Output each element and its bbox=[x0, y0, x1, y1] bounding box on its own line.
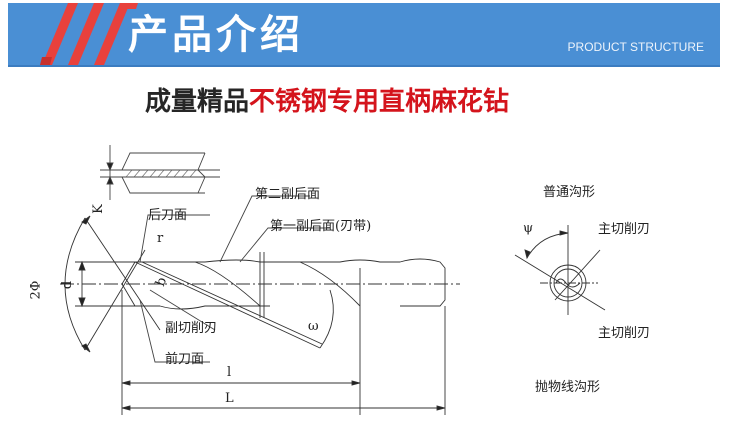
length-dimensions bbox=[121, 306, 446, 415]
label-main-cutting-edge-bottom: 主切削刃 bbox=[598, 326, 651, 341]
headline-prefix: 成量精品 bbox=[145, 87, 250, 117]
flute-cross-section bbox=[514, 225, 606, 315]
symbol-helix-angle: ω bbox=[308, 319, 319, 334]
symbol-diameter: d bbox=[60, 280, 76, 290]
core-thickness-detail bbox=[100, 145, 220, 200]
symbol-total-length: L bbox=[225, 391, 234, 406]
drill-drawing bbox=[60, 145, 606, 415]
symbol-radius: r bbox=[157, 231, 164, 246]
symbol-core-thickness: K bbox=[90, 204, 106, 214]
symbol-chisel-angle: ψ bbox=[523, 221, 534, 236]
label-normal-flute: 普通沟形 bbox=[543, 185, 596, 200]
product-headline: 成量精品不锈钢专用直柄麻花钻 bbox=[145, 86, 509, 118]
leader-lines bbox=[139, 195, 330, 363]
symbol-flute-length: l bbox=[227, 365, 232, 380]
drill-structure-diagram: 后刀面 第二副后面 第一副后面(刃带) 副切削刃 前刀面 普通沟形 主切削刃 主… bbox=[0, 130, 730, 435]
label-aux-cutting-edge: 副切削刃 bbox=[165, 321, 218, 336]
label-first-aux-flank: 第一副后面(刃带) bbox=[270, 219, 372, 234]
triple-slash-logo-icon bbox=[40, 3, 138, 65]
drill-body bbox=[60, 252, 460, 415]
label-main-cutting-edge-top: 主切削刃 bbox=[598, 222, 651, 237]
diameter-dimension bbox=[75, 260, 145, 308]
banner-title: 产品介绍 bbox=[128, 12, 304, 58]
banner-subtitle: PRODUCT STRUCTURE bbox=[567, 40, 704, 54]
headline-highlight: 不锈钢专用直柄麻花钻 bbox=[249, 87, 510, 117]
symbol-point-angle: 2Φ bbox=[28, 280, 44, 300]
label-second-aux-flank: 第二副后面 bbox=[255, 187, 321, 202]
label-flank-face: 后刀面 bbox=[148, 208, 188, 223]
label-rake-face: 前刀面 bbox=[165, 352, 205, 367]
helix-angle-arc bbox=[319, 289, 334, 349]
label-parabolic-flute: 抛物线沟形 bbox=[535, 380, 601, 395]
point-angle-arc bbox=[64, 215, 161, 353]
header-banner: 产品介绍 PRODUCT STRUCTURE bbox=[8, 3, 720, 67]
